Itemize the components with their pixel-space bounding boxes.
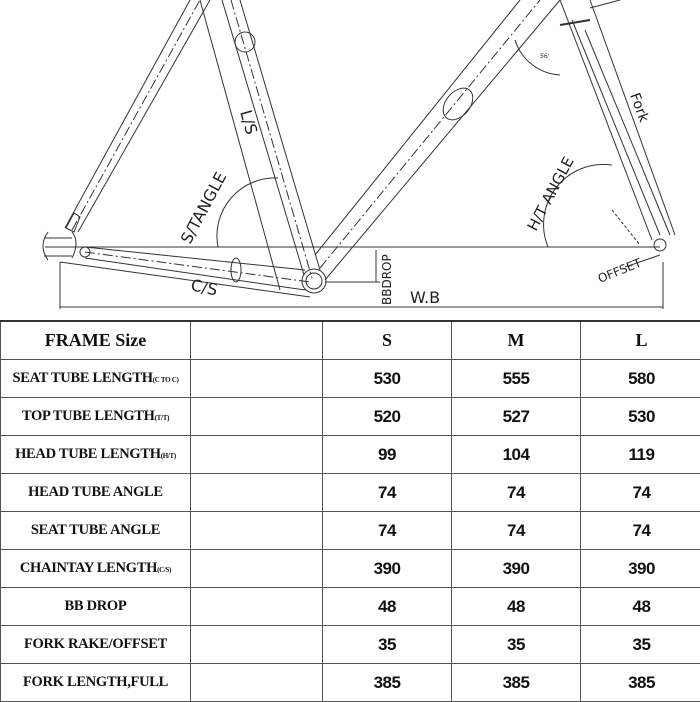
value-cell: 48 xyxy=(581,588,700,626)
blank-cell xyxy=(191,550,323,588)
blank-cell xyxy=(191,360,323,398)
blank-cell xyxy=(191,588,323,626)
row-label: HEAD TUBE LENGTH(H/T) xyxy=(1,436,191,474)
frame-size-header: FRAME Size xyxy=(1,321,191,360)
row-label-suffix: (T/T) xyxy=(155,414,169,422)
value-cell: 74 xyxy=(452,512,581,550)
value-cell: 35 xyxy=(581,626,700,664)
seat-stay xyxy=(65,0,210,232)
row-label-suffix: (C TO C) xyxy=(153,376,179,384)
row-label-text: BB DROP xyxy=(65,598,127,614)
blank-cell xyxy=(191,321,323,360)
row-label-text: FORK LENGTH,FULL xyxy=(23,674,168,690)
blank-cell xyxy=(191,474,323,512)
value-cell: 74 xyxy=(581,512,700,550)
fork-label: Fork xyxy=(626,91,652,125)
value-cell: 385 xyxy=(452,664,581,702)
seat-tube-label: L/S xyxy=(236,108,261,137)
row-label: SEAT TUBE ANGLE xyxy=(1,512,191,550)
row-label-text: TOP TUBE LENGTH xyxy=(22,408,155,424)
value-cell: 580 xyxy=(581,360,700,398)
blank-cell xyxy=(191,626,323,664)
frame-geometry-diagram: S/TANGLE L/S C/S BBDROP W.B H/T ANGLE Fo… xyxy=(0,0,700,318)
row-label-suffix: (C/S) xyxy=(157,566,171,574)
chainstay xyxy=(60,247,310,297)
row-label: TOP TUBE LENGTH(T/T) xyxy=(1,398,191,436)
value-cell: 48 xyxy=(452,588,581,626)
frame-size-table: FRAME Size S M L SEAT TUBE LENGTH(C TO C… xyxy=(0,320,700,702)
chainstay-label: C/S xyxy=(189,275,219,299)
seat-angle-label: S/TANGLE xyxy=(177,169,231,247)
row-label: FORK RAKE/OFFSET xyxy=(1,626,191,664)
blank-cell xyxy=(191,436,323,474)
value-cell: 104 xyxy=(452,436,581,474)
down-tube xyxy=(315,0,560,280)
value-cell: 390 xyxy=(323,550,452,588)
value-cell: 35 xyxy=(452,626,581,664)
row-label: FORK LENGTH,FULL xyxy=(1,664,191,702)
offset-label: OFFSET xyxy=(596,255,644,285)
table-header-row: FRAME Size S M L xyxy=(1,321,700,360)
size-header-m: M xyxy=(452,321,581,360)
row-label: SEAT TUBE LENGTH(C TO C) xyxy=(1,360,191,398)
blank-cell xyxy=(191,398,323,436)
row-label-suffix: (H/T) xyxy=(161,452,176,460)
value-cell: 527 xyxy=(452,398,581,436)
seat-angle-arc xyxy=(217,178,278,247)
value-cell: 390 xyxy=(581,550,700,588)
row-label-text: CHAINTAY LENGTH xyxy=(20,560,157,576)
rear-dropout xyxy=(43,213,90,260)
value-cell: 555 xyxy=(452,360,581,398)
angle-mark-label: 56' xyxy=(540,53,550,60)
head-angle-label: H/T ANGLE xyxy=(524,154,578,234)
value-cell: 48 xyxy=(323,588,452,626)
value-cell: 74 xyxy=(323,474,452,512)
bb-drop-label: BBDROP xyxy=(380,254,394,305)
wheelbase-label: W.B xyxy=(410,288,440,307)
value-cell: 530 xyxy=(323,360,452,398)
size-header-s: S xyxy=(323,321,452,360)
value-cell: 74 xyxy=(581,474,700,512)
row-label-text: SEAT TUBE LENGTH xyxy=(13,370,153,386)
row-label-text: HEAD TUBE ANGLE xyxy=(28,484,163,500)
row-label-text: SEAT TUBE ANGLE xyxy=(31,522,160,538)
value-cell: 99 xyxy=(323,436,452,474)
blank-cell xyxy=(191,664,323,702)
size-header-l: L xyxy=(581,321,700,360)
value-cell: 35 xyxy=(323,626,452,664)
row-label: CHAINTAY LENGTH(C/S) xyxy=(1,550,191,588)
fork xyxy=(560,0,675,267)
row-label: HEAD TUBE ANGLE xyxy=(1,474,191,512)
row-label-text: FORK RAKE/OFFSET xyxy=(24,636,167,652)
value-cell: 530 xyxy=(581,398,700,436)
blank-cell xyxy=(191,512,323,550)
value-cell: 390 xyxy=(452,550,581,588)
row-label-text: HEAD TUBE LENGTH xyxy=(15,446,161,462)
value-cell: 385 xyxy=(323,664,452,702)
value-cell: 385 xyxy=(581,664,700,702)
value-cell: 119 xyxy=(581,436,700,474)
value-cell: 520 xyxy=(323,398,452,436)
row-label: BB DROP xyxy=(1,588,191,626)
value-cell: 74 xyxy=(323,512,452,550)
value-cell: 74 xyxy=(452,474,581,512)
